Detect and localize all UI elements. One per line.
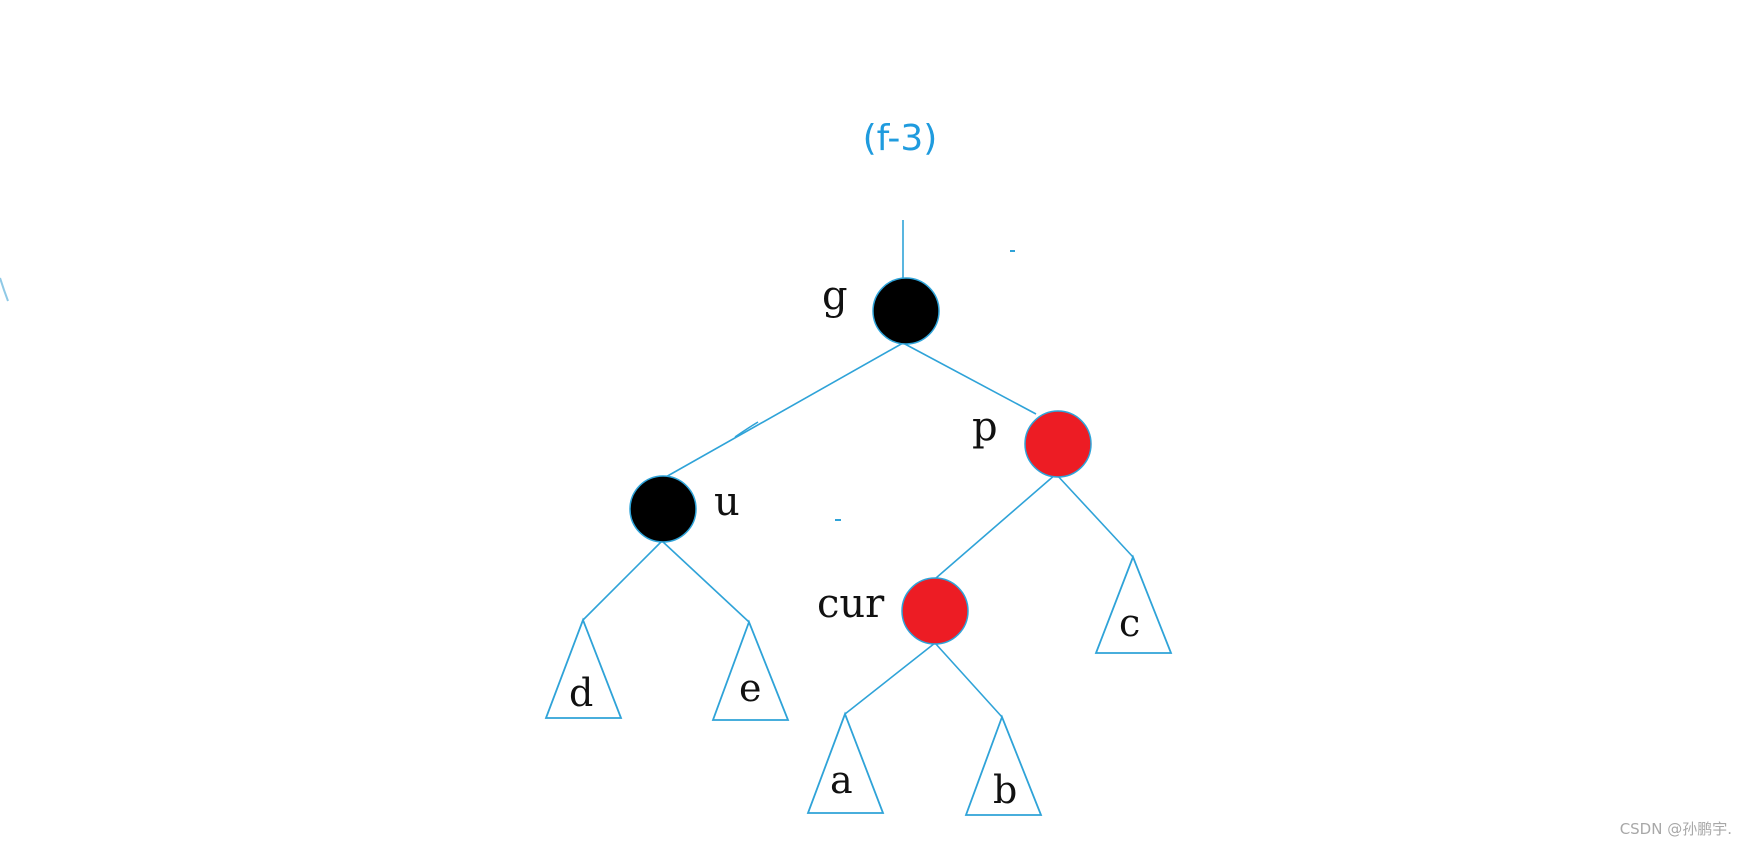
- node-u-label: u: [714, 479, 740, 525]
- subtree-a: a: [806, 711, 885, 814]
- edge-u-e: [661, 540, 750, 623]
- edge-u-d: [582, 540, 663, 621]
- edge-cur-b: [934, 642, 1003, 718]
- edge-p-c: [1055, 473, 1134, 558]
- figure-caption: (f-3): [862, 118, 938, 159]
- node-u: u: [629, 475, 740, 543]
- edge-g-u-stroke: [734, 421, 759, 438]
- edge-g-p: [902, 342, 1037, 415]
- node-g-circle: [872, 277, 940, 345]
- subtree-d-label: d: [569, 671, 593, 715]
- watermark: CSDN @孙鹏宇.: [1619, 820, 1732, 838]
- node-p-circle: [1024, 410, 1092, 478]
- node-p: p: [972, 404, 1092, 478]
- node-cur-label: cur: [817, 581, 885, 627]
- node-cur-circle: [901, 577, 969, 645]
- subtree-e-label: e: [739, 666, 762, 710]
- subtree-b: b: [964, 714, 1043, 816]
- node-p-label: p: [972, 404, 998, 450]
- subtree-b-label: b: [993, 768, 1017, 812]
- subtree-d: d: [544, 617, 623, 719]
- subtree-c: c: [1094, 554, 1173, 654]
- node-u-circle: [629, 475, 697, 543]
- subtree-a-label: a: [830, 758, 853, 802]
- subtree-e: e: [711, 619, 790, 721]
- stray-mark: [0, 277, 9, 302]
- subtree-c-label: c: [1119, 601, 1140, 645]
- edge-cur-a: [844, 642, 936, 715]
- edge-g-u: [663, 342, 904, 479]
- node-cur: cur: [817, 577, 969, 645]
- edge-p-cur: [935, 473, 1057, 579]
- node-g: g: [822, 273, 940, 345]
- node-g-label: g: [822, 273, 848, 319]
